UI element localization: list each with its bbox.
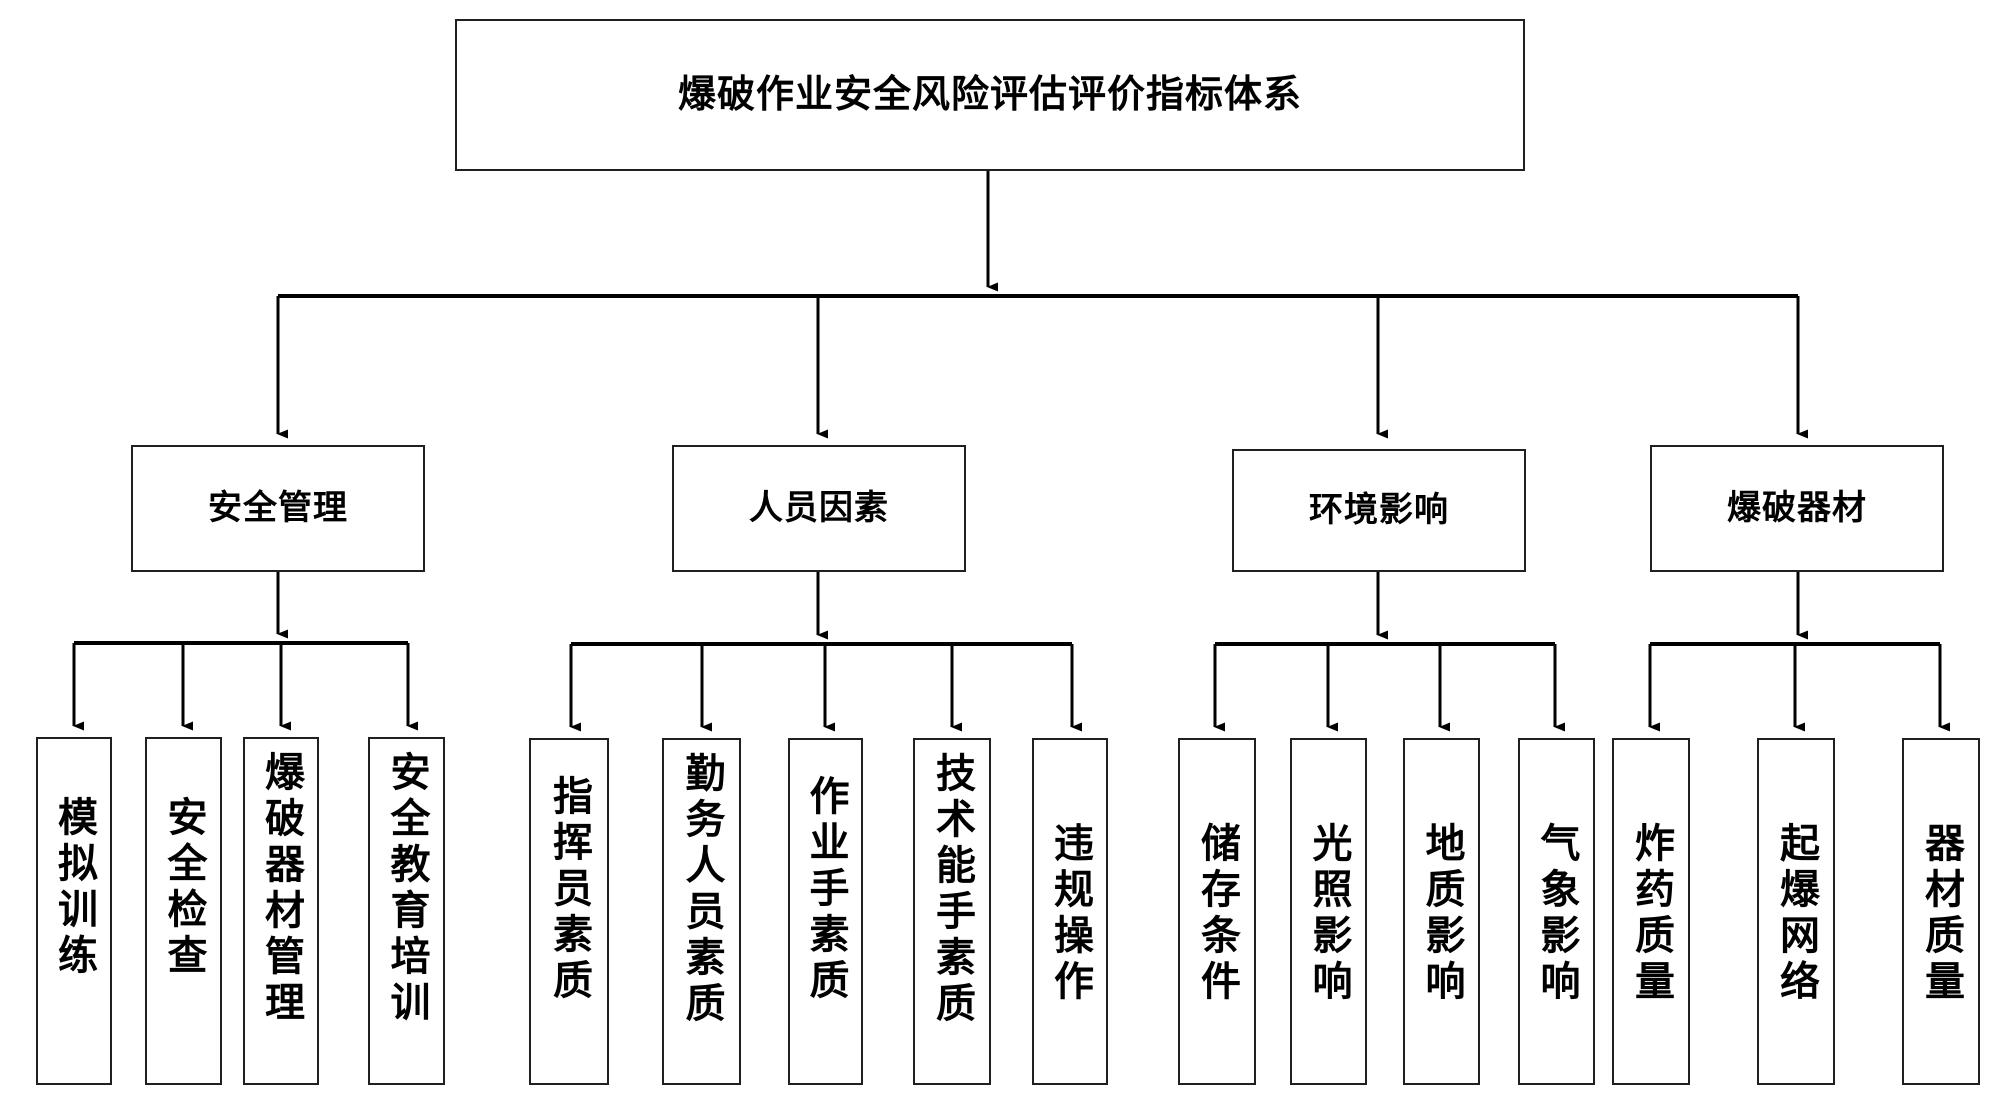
leaf-node-label: 模拟训练 xyxy=(51,796,97,980)
leaf-node-label: 安全检查 xyxy=(160,796,207,980)
leaf-node-explosive-quality[interactable]: 炸药质量 xyxy=(1612,738,1690,1085)
category-node-label: 爆破器材 xyxy=(1727,487,1867,528)
leaf-node-storage-conditions[interactable]: 储存条件 xyxy=(1178,738,1256,1085)
category-node-safety-management[interactable]: 安全管理 xyxy=(131,445,425,572)
leaf-node-label: 气象影响 xyxy=(1533,822,1580,1006)
leaf-node-simulation-training[interactable]: 模拟训练 xyxy=(36,737,112,1085)
category-node-personnel-factors[interactable]: 人员因素 xyxy=(672,445,966,572)
leaf-node-label: 爆破器材管理 xyxy=(258,751,304,1027)
leaf-node-lighting-impact[interactable]: 光照影响 xyxy=(1290,738,1367,1085)
leaf-node-label: 炸药质量 xyxy=(1628,822,1674,1006)
leaf-node-equipment-quality[interactable]: 器材质量 xyxy=(1902,738,1980,1085)
leaf-node-label: 技术能手素质 xyxy=(929,752,975,1028)
leaf-node-label: 安全教育培训 xyxy=(383,751,430,1027)
leaf-node-geological-impact[interactable]: 地质影响 xyxy=(1403,738,1480,1085)
leaf-node-label: 器材质量 xyxy=(1918,822,1964,1006)
leaf-node-detonation-network[interactable]: 起爆网络 xyxy=(1757,738,1835,1085)
leaf-node-label: 指挥员素质 xyxy=(546,775,592,1005)
leaf-node-label: 地质影响 xyxy=(1418,822,1465,1006)
leaf-node-blasting-equipment-management[interactable]: 爆破器材管理 xyxy=(243,737,319,1085)
leaf-node-safety-inspection[interactable]: 安全检查 xyxy=(145,737,222,1085)
category-node-label: 安全管理 xyxy=(208,487,348,528)
category-node-label: 环境影响 xyxy=(1309,489,1449,530)
category-node-label: 人员因素 xyxy=(749,487,889,528)
leaf-node-operator-quality[interactable]: 作业手素质 xyxy=(788,738,863,1085)
leaf-node-commander-quality[interactable]: 指挥员素质 xyxy=(529,738,609,1085)
leaf-node-meteorological-impact[interactable]: 气象影响 xyxy=(1518,738,1595,1085)
leaf-node-label: 光照影响 xyxy=(1305,822,1352,1006)
leaf-node-illegal-operation[interactable]: 违规操作 xyxy=(1032,738,1108,1085)
leaf-node-technical-expert-quality[interactable]: 技术能手素质 xyxy=(913,738,991,1085)
category-node-blasting-equipment[interactable]: 爆破器材 xyxy=(1650,445,1944,572)
leaf-node-label: 勤务人员素质 xyxy=(678,752,725,1028)
leaf-node-label: 储存条件 xyxy=(1194,822,1240,1006)
leaf-node-safety-education-training[interactable]: 安全教育培训 xyxy=(368,737,445,1085)
root-node[interactable]: 爆破作业安全风险评估评价指标体系 xyxy=(455,19,1525,171)
root-node-label: 爆破作业安全风险评估评价指标体系 xyxy=(677,72,1302,117)
leaf-node-label: 违规操作 xyxy=(1047,822,1093,1006)
leaf-node-label: 起爆网络 xyxy=(1773,822,1819,1006)
leaf-node-label: 作业手素质 xyxy=(802,775,849,1005)
leaf-node-duty-personnel-quality[interactable]: 勤务人员素质 xyxy=(662,738,741,1085)
category-node-environmental-impact[interactable]: 环境影响 xyxy=(1232,449,1526,572)
